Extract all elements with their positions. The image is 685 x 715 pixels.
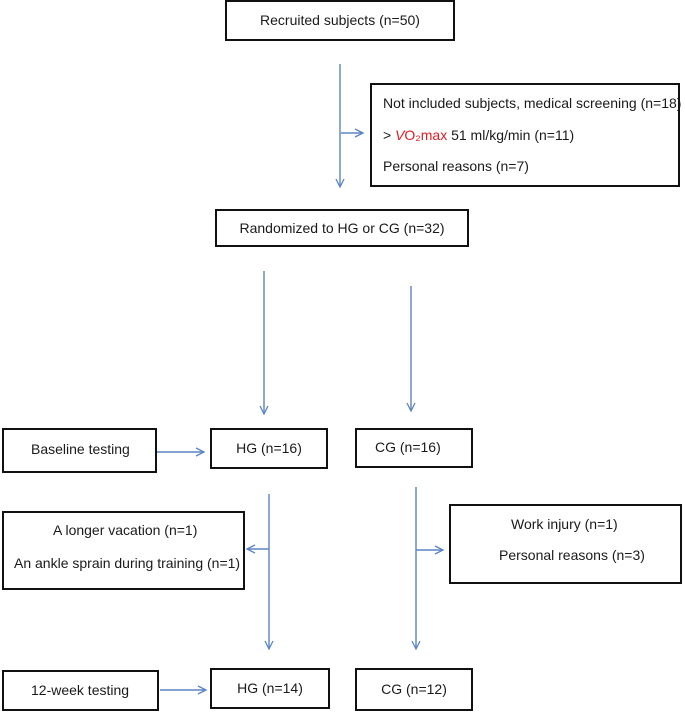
excluded-box: Not included subjects, medical screening… <box>370 83 682 187</box>
excluded-vo2max-value: 51 ml/kg/min (n=11) <box>451 127 575 143</box>
hg-dropout-vacation: A longer vacation (n=1) <box>53 522 198 538</box>
cg-end-label: CG (n=12) <box>381 681 447 698</box>
baseline-testing-box: Baseline testing <box>2 428 157 473</box>
excluded-title: Not included subjects, medical screening… <box>383 95 682 111</box>
excluded-personal-reasons: Personal reasons (n=7) <box>383 158 529 174</box>
cg-dropout-personal-reasons: Personal reasons (n=3) <box>499 547 645 563</box>
week12-testing-label: 12-week testing <box>31 682 130 698</box>
hg-dropout-box: A longer vacation (n=1) An ankle sprain … <box>2 511 245 590</box>
cg-dropout-box: Work injury (n=1) Personal reasons (n=3) <box>449 504 682 584</box>
baseline-testing-label: Baseline testing <box>31 441 130 457</box>
hg-start-label: HG (n=16) <box>236 440 302 457</box>
vo2max-rest: O₂max <box>404 127 448 143</box>
hg-dropout-ankle-sprain: An ankle sprain during training (n=1) <box>14 555 241 571</box>
recruited-box: Recruited subjects (n=50) <box>225 0 455 41</box>
hg-end-box: HG (n=14) <box>210 668 330 709</box>
cg-dropout-work-injury: Work injury (n=1) <box>511 516 618 532</box>
hg-end-label: HG (n=14) <box>237 680 303 697</box>
excluded-gt-symbol: > <box>383 127 392 143</box>
week12-testing-box: 12-week testing <box>2 670 159 711</box>
randomized-box: Randomized to HG or CG (n=32) <box>215 209 469 247</box>
randomized-label: Randomized to HG or CG (n=32) <box>239 219 445 236</box>
cg-start-box: CG (n=16) <box>355 428 473 468</box>
cg-start-label: CG (n=16) <box>375 439 441 455</box>
recruited-label: Recruited subjects (n=50) <box>260 12 420 29</box>
cg-end-box: CG (n=12) <box>355 668 473 711</box>
vo2max-v: V <box>395 127 405 143</box>
excluded-vo2max-line: > VO₂max 51 ml/kg/min (n=11) <box>383 127 574 144</box>
hg-start-box: HG (n=16) <box>210 428 328 469</box>
